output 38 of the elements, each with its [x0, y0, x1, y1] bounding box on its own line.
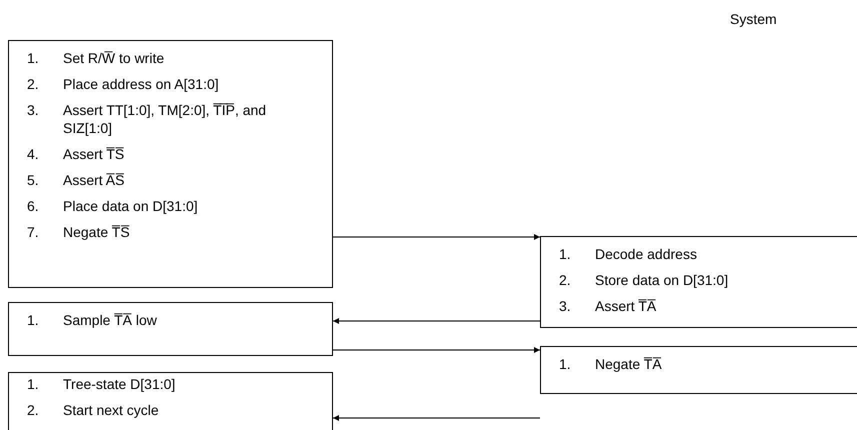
- step-text: Negate T̅S̅: [63, 223, 131, 241]
- step-number: 2.: [559, 271, 572, 289]
- step-text: Assert T̅S̅: [63, 145, 126, 163]
- step-text: Start next cycle: [63, 401, 160, 419]
- step-text: Decode address: [595, 245, 698, 263]
- step-number: 1.: [27, 49, 40, 67]
- step-text: Assert A̅S̅: [63, 171, 126, 189]
- step-number: 6.: [27, 197, 40, 215]
- step-text: Assert T̅A̅: [595, 297, 658, 315]
- step-box: [8, 372, 333, 430]
- step-box: [540, 236, 857, 328]
- step-text: Store data on D[31:0]: [595, 271, 730, 289]
- step-number: 5.: [27, 171, 40, 189]
- step-box: [540, 346, 857, 394]
- arrow: [332, 415, 540, 421]
- step-text: Place address on A[31:0]: [63, 75, 220, 93]
- arrow: [332, 347, 540, 353]
- step-number: 2.: [27, 75, 40, 93]
- step-text: Sample T̅A̅ low: [63, 311, 158, 329]
- step-number: 2.: [27, 401, 40, 419]
- step-number: 3.: [559, 297, 572, 315]
- step-number: 1.: [27, 311, 40, 329]
- step-number: 1.: [559, 355, 572, 373]
- arrow: [332, 318, 540, 324]
- step-text: Place data on D[31:0]: [63, 197, 199, 215]
- step-number: 7.: [27, 223, 40, 241]
- step-number: 1.: [559, 245, 572, 263]
- step-text: Negate T̅A̅: [595, 355, 663, 373]
- step-box: [8, 40, 333, 288]
- step-text: Assert TT[1:0], TM[2:0], T̅I̅P̅, and SIZ[1:0]: [63, 101, 268, 137]
- step-number: 3.: [27, 101, 40, 120]
- step-box: [8, 302, 333, 356]
- step-number: 4.: [27, 145, 40, 163]
- step-text: Tree-state D[31:0]: [63, 375, 176, 393]
- arrow: [332, 234, 540, 240]
- step-text: Set R/W̅ to write: [63, 49, 166, 67]
- step-number: 1.: [27, 375, 40, 393]
- column-heading: System: [730, 10, 777, 29]
